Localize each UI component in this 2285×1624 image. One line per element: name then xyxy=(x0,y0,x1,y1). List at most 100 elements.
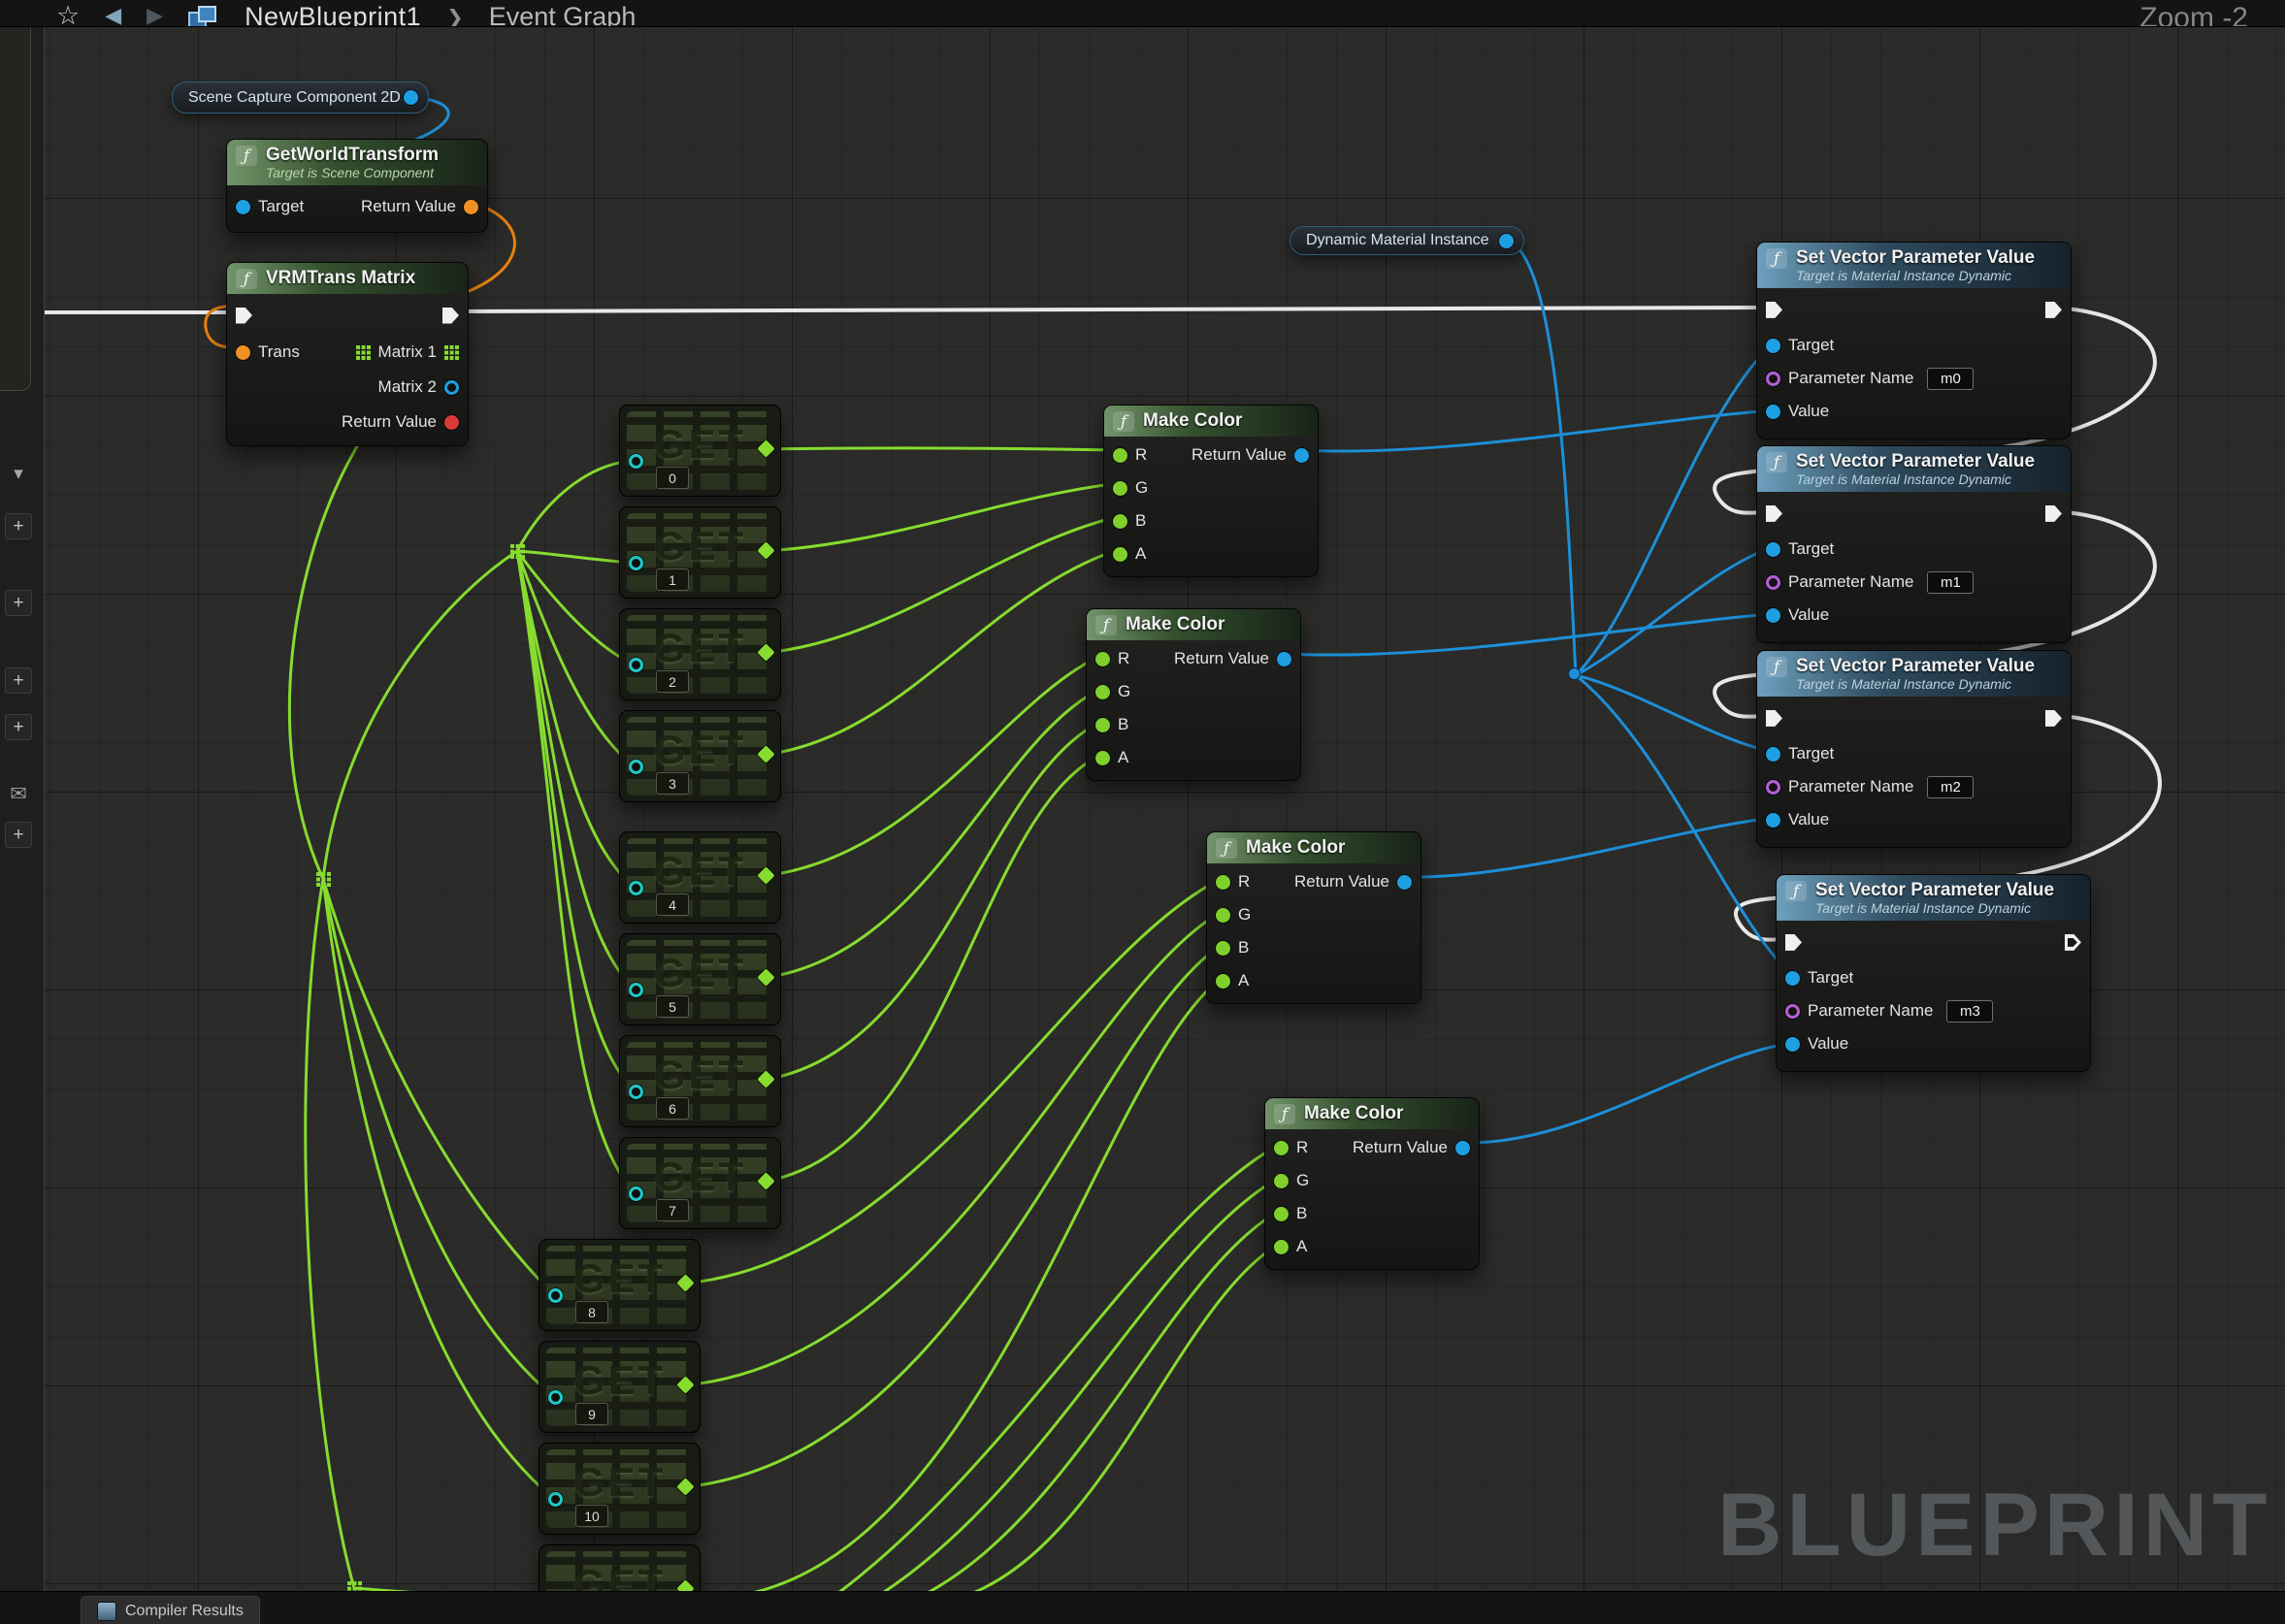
breadcrumb-blueprint-name[interactable]: NewBlueprint1 xyxy=(245,2,422,27)
matrix-pin[interactable] xyxy=(444,344,459,360)
parameter-name-input[interactable]: m0 xyxy=(1927,367,1975,390)
add-button-5[interactable]: + xyxy=(5,822,32,848)
object-pin[interactable] xyxy=(1766,607,1780,623)
index-badge[interactable]: 5 xyxy=(656,995,689,1018)
object-pin[interactable] xyxy=(1766,338,1780,353)
parameter-name-input[interactable]: m3 xyxy=(1946,999,1994,1023)
array-in-pin[interactable] xyxy=(629,881,643,895)
forward-icon[interactable]: ▶ xyxy=(147,2,164,27)
green-pin[interactable] xyxy=(1274,1140,1289,1155)
exec-out-pin[interactable] xyxy=(2045,301,2062,318)
back-icon[interactable]: ◀ xyxy=(105,2,122,27)
array-in-pin[interactable] xyxy=(548,1288,563,1303)
object-out-pin[interactable] xyxy=(1499,233,1514,248)
array-in-pin[interactable] xyxy=(629,556,643,570)
index-badge[interactable]: 10 xyxy=(575,1505,608,1527)
green-pin[interactable] xyxy=(1113,513,1127,529)
green-pin[interactable] xyxy=(1216,907,1230,923)
exec-out-pin[interactable] xyxy=(2065,933,2081,951)
green-pin[interactable] xyxy=(1274,1173,1289,1188)
reroute-node[interactable] xyxy=(347,1581,362,1592)
array-in-pin[interactable] xyxy=(548,1492,563,1507)
index-badge[interactable]: 1 xyxy=(656,568,689,591)
favorite-star-icon[interactable]: ☆ xyxy=(56,1,81,27)
green-pin[interactable] xyxy=(1095,750,1110,765)
add-button-4[interactable]: + xyxy=(5,714,32,740)
get-node[interactable]: GET11 xyxy=(539,1544,701,1592)
red-pin[interactable] xyxy=(444,414,459,430)
array-in-pin[interactable] xyxy=(629,1085,643,1099)
object-pin[interactable] xyxy=(1785,1036,1800,1052)
dynamic-material-instance-node[interactable]: Dynamic Material Instance xyxy=(1289,226,1524,255)
index-badge[interactable]: 4 xyxy=(656,893,689,916)
green-pin[interactable] xyxy=(1113,480,1127,496)
object-pin[interactable] xyxy=(1766,812,1780,828)
green-pin[interactable] xyxy=(1216,973,1230,989)
object-pin[interactable] xyxy=(1294,447,1309,463)
parameter-name-input[interactable]: m2 xyxy=(1927,775,1975,798)
object-pin[interactable] xyxy=(444,379,459,395)
index-badge[interactable]: 9 xyxy=(575,1403,608,1425)
reroute-node[interactable] xyxy=(510,544,525,559)
index-badge[interactable]: 7 xyxy=(656,1199,689,1221)
exec-in-pin[interactable] xyxy=(1766,709,1782,727)
add-button-3[interactable]: + xyxy=(5,667,32,694)
green-pin[interactable] xyxy=(1095,651,1110,666)
index-badge[interactable]: 0 xyxy=(656,467,689,489)
array-in-pin[interactable] xyxy=(629,1186,643,1201)
reroute-node[interactable] xyxy=(1569,668,1580,679)
exec-in-pin[interactable] xyxy=(1785,933,1802,951)
exec-in-pin[interactable] xyxy=(1766,301,1782,318)
green-pin[interactable] xyxy=(1274,1239,1289,1254)
index-badge[interactable]: 2 xyxy=(656,670,689,693)
array-in-pin[interactable] xyxy=(629,454,643,469)
exec-out-pin[interactable] xyxy=(2045,504,2062,522)
green-pin[interactable] xyxy=(1274,1206,1289,1221)
exec-in-pin[interactable] xyxy=(1766,504,1782,522)
object-pin[interactable] xyxy=(1766,541,1780,557)
green-pin[interactable] xyxy=(1113,546,1127,562)
tab-compiler-results[interactable]: Compiler Results xyxy=(81,1596,260,1624)
green-pin[interactable] xyxy=(1095,684,1110,699)
exec-out-pin[interactable] xyxy=(442,307,459,324)
object-out-pin[interactable] xyxy=(404,90,418,105)
transform-pin[interactable] xyxy=(236,344,250,360)
green-pin[interactable] xyxy=(1095,717,1110,732)
add-button-1[interactable]: + xyxy=(5,513,32,539)
green-pin[interactable] xyxy=(1113,447,1127,463)
exec-in-pin[interactable] xyxy=(236,307,252,324)
object-pin[interactable] xyxy=(1766,404,1780,419)
scene-capture-component-2d-node[interactable]: Scene Capture Component 2D xyxy=(172,81,429,114)
panel-caret-button[interactable]: ▾ xyxy=(5,464,32,484)
object-pin[interactable] xyxy=(236,199,250,214)
add-button-2[interactable]: + xyxy=(5,590,32,616)
object-pin[interactable] xyxy=(1785,970,1800,986)
object-pin[interactable] xyxy=(1766,746,1780,762)
parameter-name-input[interactable]: m1 xyxy=(1927,570,1975,594)
